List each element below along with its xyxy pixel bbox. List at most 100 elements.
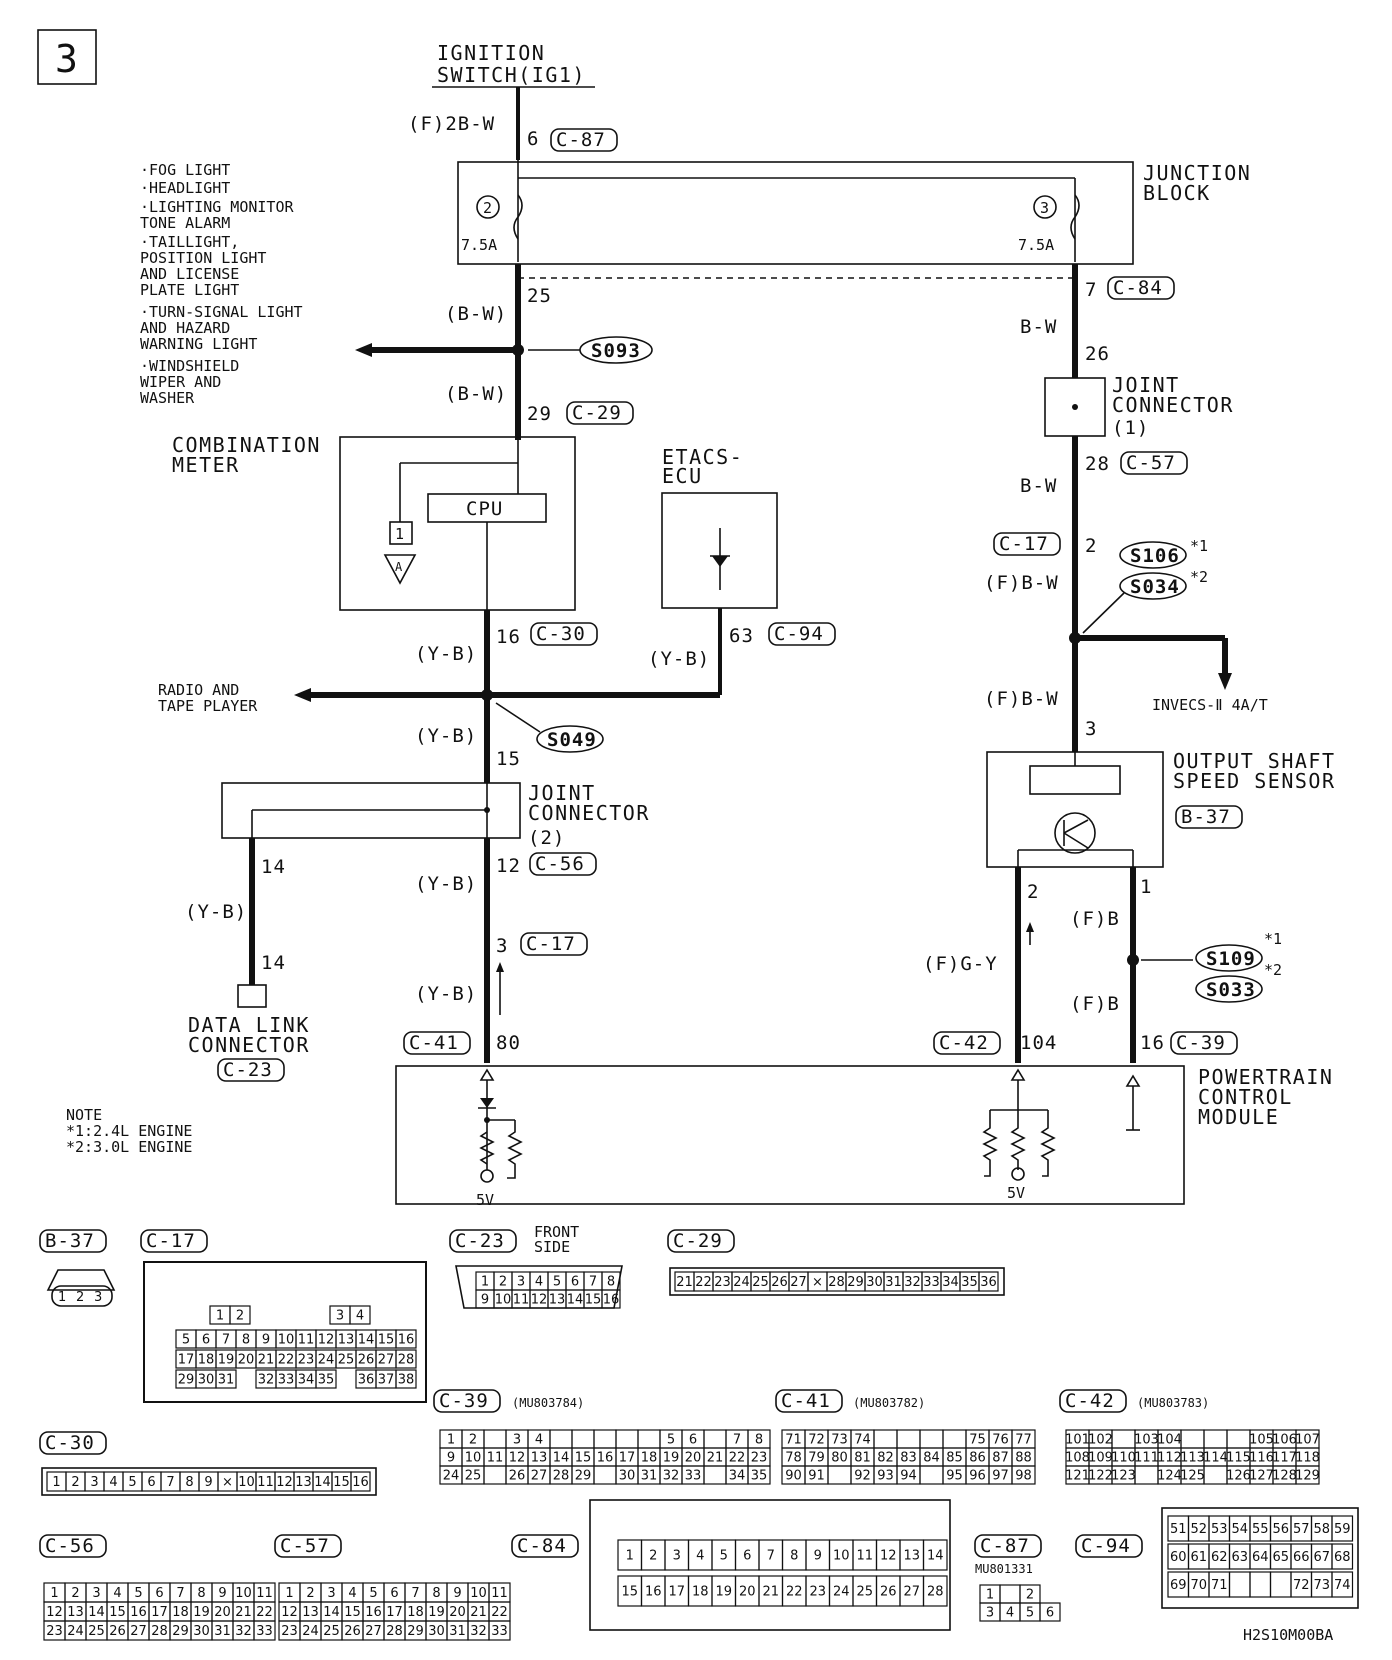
c56-pin-2: 2: [71, 1586, 79, 1601]
c56-pin-3: 3: [92, 1586, 100, 1601]
pcm-diode-icon: [480, 1098, 494, 1108]
c39-pin-24: 24: [443, 1469, 460, 1484]
c94-pin-54: 54: [1231, 1522, 1248, 1537]
c17-pin-7: 7: [222, 1333, 230, 1348]
c17-pin-30: 30: [198, 1373, 215, 1388]
c39-pin-14: 14: [553, 1451, 570, 1466]
c56-pin-21: 21: [235, 1605, 252, 1620]
pcm-label-3: MODULE: [1198, 1105, 1279, 1129]
c56-pin-5: 5: [134, 1586, 142, 1601]
c57-pin-26: 26: [344, 1624, 361, 1639]
fuse-3-number: 3: [1040, 199, 1049, 217]
c84-pin-22: 22: [786, 1585, 803, 1600]
c94-pin-59-cell: [1331, 1515, 1354, 1542]
dlc-label-2: CONNECTOR: [188, 1033, 310, 1057]
c56-pin-1: 1: [50, 1586, 58, 1601]
c39-pin-blank-7-cell: [593, 1429, 617, 1449]
page-number-box: [37, 29, 97, 85]
wire-yb-5: (Y-B): [415, 873, 477, 895]
c23-pin-14: 14: [567, 1293, 584, 1308]
c30-pin-13: 13: [295, 1475, 312, 1490]
c17-pin-32: 32: [258, 1373, 275, 1388]
c30-pin-11: 11: [257, 1475, 274, 1490]
conn-c87-label: C-87: [556, 129, 606, 151]
c17-pin-12: 12: [318, 1333, 335, 1348]
c57-pin-33: 33: [491, 1624, 508, 1639]
c39-pin-2: 2: [469, 1433, 477, 1448]
b37-pin-1: 1: [58, 1290, 66, 1305]
c41-pin-83: 83: [900, 1451, 917, 1466]
junction-block: [457, 161, 1134, 265]
c30-face: [41, 1467, 377, 1496]
c23-pin-4: 4: [535, 1275, 543, 1290]
conn-c23-label: C-23: [223, 1059, 273, 1081]
invecs-label: INVECS-Ⅱ 4A/T: [1152, 696, 1268, 714]
c57-pin-29: 29: [407, 1624, 424, 1639]
b37-pin-3: 3: [94, 1290, 102, 1305]
wire-bw-2: (B-W): [445, 383, 507, 405]
c87-pin-2: 2: [1026, 1588, 1034, 1603]
c30-pin-9: 9: [204, 1475, 212, 1490]
c94-pin-72: 72: [1293, 1578, 1310, 1593]
c29-pin-33: 33: [923, 1275, 940, 1290]
c39-pin-5: 5: [667, 1433, 675, 1448]
c17-pin-11: 11: [298, 1333, 315, 1348]
c39-pin-33: 33: [685, 1469, 702, 1484]
c56-pin-22: 22: [256, 1605, 273, 1620]
c42-pin-124: 124: [1157, 1469, 1182, 1484]
c94-pin-70: 70: [1190, 1578, 1207, 1593]
c41-pin-72: 72: [808, 1433, 825, 1448]
c39-pin-blank-7-cell: [593, 1465, 617, 1485]
c94-pin-51: 51: [1170, 1522, 1187, 1537]
pin-26: 26: [1085, 343, 1110, 365]
c94-pin-52: 52: [1190, 1522, 1207, 1537]
c94-pin-59: 59: [1334, 1522, 1351, 1537]
diode-icon: [712, 556, 728, 567]
c87-pin-6-cell: [1039, 1602, 1061, 1622]
conn-c17-right-tag: [993, 532, 1061, 556]
c41-pin-blank-7-cell: [942, 1429, 967, 1449]
c84-pin-24: 24: [833, 1585, 850, 1600]
jc1-label-2: CONNECTOR: [1112, 393, 1234, 417]
conn-b37-label: B-37: [1181, 806, 1231, 828]
c42-pin-108: 108: [1065, 1451, 1090, 1466]
splice-s093-tag: [579, 336, 653, 364]
c57-pin-8: 8: [432, 1586, 440, 1601]
c94-pin-blank-3-cell: [1228, 1571, 1251, 1598]
c56-pin-23: 23: [46, 1624, 63, 1639]
combination-meter-label-1: COMBINATION: [172, 433, 321, 457]
pin-16: 16: [496, 626, 521, 648]
c29-pin-21: 21: [676, 1275, 693, 1290]
c84-pin-14: 14: [927, 1549, 944, 1564]
c41-pin-88: 88: [1015, 1451, 1032, 1466]
pin-14b: 14: [261, 952, 286, 974]
c94-name: C-94: [1081, 1535, 1131, 1557]
branch-9: ·TURN-SIGNAL LIGHT: [140, 303, 303, 321]
c42-pin-129-cell: [1295, 1465, 1320, 1485]
splice-s033: S033: [1206, 979, 1256, 1001]
c84-pin-6: 6: [743, 1549, 751, 1564]
c56-pin-28: 28: [151, 1624, 168, 1639]
c57-pin-30: 30: [428, 1624, 445, 1639]
c87-pin-5: 5: [1026, 1606, 1034, 1621]
c41-pin-95: 95: [946, 1469, 963, 1484]
arrow-down-icon: [1218, 673, 1232, 690]
c41-pin-blank-6-cell: [919, 1465, 944, 1485]
resistor-icon: [479, 1131, 495, 1165]
c42-pin-103: 103: [1134, 1433, 1159, 1448]
conn-c41-label: C-41: [409, 1032, 459, 1054]
c29-pin-32: 32: [904, 1275, 921, 1290]
c87-pin-6: 6: [1046, 1606, 1054, 1621]
splice-s033-tag: [1195, 975, 1263, 1003]
c42-tag: [1059, 1389, 1127, 1413]
wire-yb-2: (Y-B): [648, 648, 710, 670]
c41-pin-73: 73: [831, 1433, 848, 1448]
junction-label-2: BLOCK: [1143, 181, 1211, 205]
c84-pin-3: 3: [673, 1549, 681, 1564]
c30-pin-7: 7: [166, 1475, 174, 1490]
wire-yb-1: (Y-B): [415, 643, 477, 665]
c30-pin-3: 3: [90, 1475, 98, 1490]
jc2-label-2: CONNECTOR: [528, 801, 650, 825]
